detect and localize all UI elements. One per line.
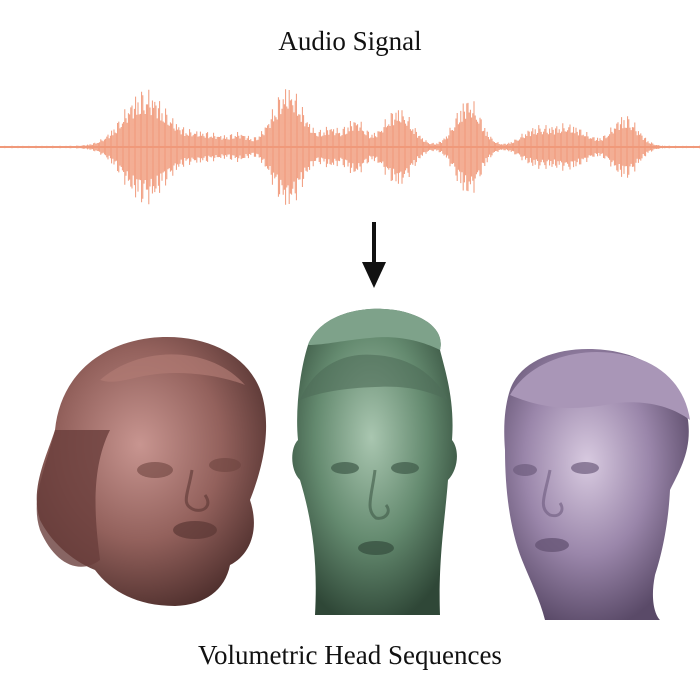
audio-signal-label: Audio Signal: [278, 26, 422, 56]
volumetric-head-sequences-label: Volumetric Head Sequences: [198, 640, 502, 670]
head-right-icon: [504, 349, 690, 620]
head-middle-icon: [292, 308, 457, 615]
audio-waveform: [0, 89, 700, 205]
head-left-icon: [36, 337, 267, 606]
down-arrow-icon: [362, 222, 386, 288]
